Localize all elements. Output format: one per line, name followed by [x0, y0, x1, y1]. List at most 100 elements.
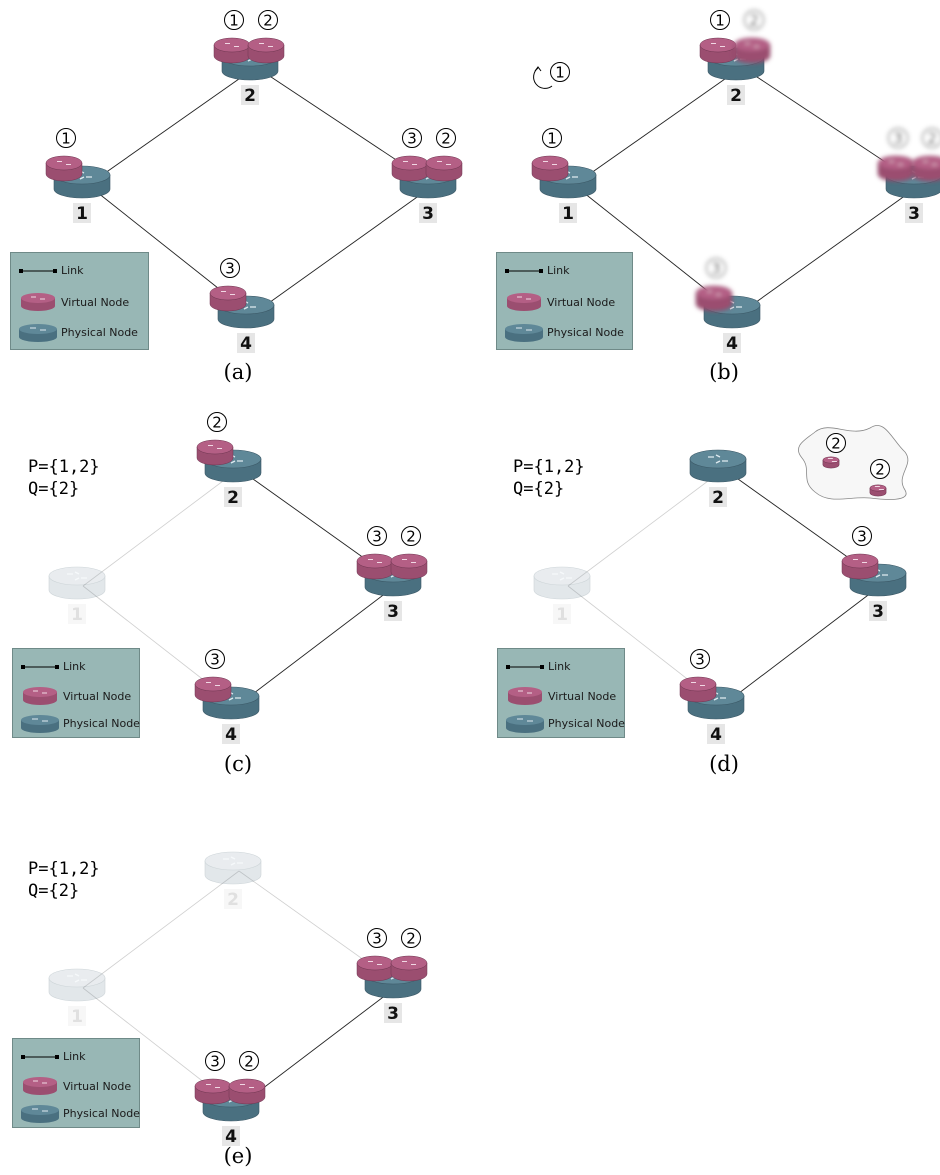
svg-text:3: 3	[711, 260, 721, 278]
svg-text:1: 1	[556, 605, 568, 625]
physical-node-label-3-panel-3: 3	[869, 601, 887, 622]
svg-text:2: 2	[749, 12, 759, 30]
virtual-node-3-on-4-panel-3	[679, 676, 717, 703]
virtual-node-id-2-on-4-panel-4: 2	[239, 1051, 259, 1071]
virtual-node-id-2-on-3-panel-4: 2	[401, 928, 421, 948]
legend-label: Virtual Node	[548, 689, 617, 703]
virtual-node-2-on-3-panel-0	[425, 155, 463, 182]
svg-text:1: 1	[61, 130, 71, 148]
svg-text:3: 3	[407, 130, 417, 148]
loop-node-id: 1	[550, 62, 570, 82]
svg-text:2: 2	[406, 528, 416, 546]
virtual-node-2-on-3-panel-2	[390, 553, 428, 580]
physical-node-label-4-panel-2: 4	[222, 724, 240, 745]
svg-text:4: 4	[240, 334, 252, 354]
svg-text:3: 3	[372, 528, 382, 546]
svg-text:3: 3	[387, 602, 399, 622]
legend-item-link: Link	[498, 655, 624, 681]
physical-node-label-3-panel-2: 3	[384, 601, 402, 622]
svg-text:2: 2	[730, 86, 742, 106]
physical-node-label-2-panel-4: 2	[224, 889, 242, 910]
physical-node-label-4-panel-4: 4	[222, 1126, 240, 1147]
virtual-node-icon	[504, 683, 548, 709]
svg-text:2: 2	[875, 461, 885, 479]
virtual-node-3-on-4-panel-0	[209, 285, 247, 312]
set-q-label: Q={2}	[28, 881, 80, 901]
virtual-node-1-on-2-panel-1	[699, 37, 737, 64]
svg-text:3: 3	[857, 528, 867, 546]
svg-text:1: 1	[71, 1007, 83, 1027]
legend-item-link: Link	[13, 1045, 139, 1071]
link-1-2-panel-2	[82, 468, 240, 587]
link-3-4-panel-2	[235, 581, 401, 708]
svg-text:3: 3	[210, 1053, 220, 1071]
virtual-node-id-3-on-4-panel-4: 3	[205, 1051, 225, 1071]
legend-label: Virtual Node	[61, 296, 130, 309]
physical-node-label-3-panel-1: 3	[905, 203, 923, 224]
legend-item-physical-node: Physical Node	[498, 710, 625, 736]
svg-text:4: 4	[710, 725, 722, 745]
virtual-node-id-2-on-3-panel-1: 2	[922, 128, 940, 148]
svg-text:3: 3	[387, 1004, 399, 1024]
link-1-2-panel-0	[86, 65, 258, 187]
virtual-node-1-on-1-panel-0	[45, 155, 83, 182]
virtual-node-id-3-on-4-panel-2: 3	[205, 649, 225, 669]
legend-item-virtual-node: Virtual Node	[498, 683, 624, 709]
virtual-node-id-3-on-3-panel-1: 3	[888, 128, 908, 148]
link-icon	[19, 655, 63, 681]
legend-label: Physical Node	[63, 717, 140, 730]
legend-label: Physical Node	[63, 1107, 140, 1120]
set-q-label: Q={2}	[28, 479, 80, 499]
virtual-node-id-3-on-4-panel-3: 3	[690, 649, 710, 669]
link-icon	[504, 655, 548, 681]
legend-label: Virtual Node	[63, 1079, 132, 1093]
physical-node-icon	[504, 710, 548, 736]
link-icon	[503, 259, 547, 285]
migration-cloud	[798, 425, 909, 500]
svg-text:1: 1	[229, 12, 239, 30]
legend-label: Link	[63, 1050, 86, 1063]
virtual-node-id-3-on-3-panel-4: 3	[367, 928, 387, 948]
virtual-node-id-3-on-4-panel-0: 3	[220, 258, 240, 278]
svg-text:3: 3	[695, 651, 705, 669]
svg-text:1: 1	[555, 64, 565, 82]
virtual-node-id-1-on-2-panel-1: 1	[710, 10, 730, 30]
physical-node-label-2-panel-3: 2	[709, 487, 727, 508]
virtual-node-3-on-4-panel-4	[194, 1078, 232, 1105]
virtual-node-id-2-on-2-panel-1: 2	[744, 10, 764, 30]
virtual-node-2-on-4-panel-4	[228, 1078, 266, 1105]
virtual-node-id-3-on-3-panel-3: 3	[852, 526, 872, 546]
virtual-node-3-on-4-panel-1	[695, 285, 733, 312]
svg-text:2: 2	[406, 930, 416, 948]
link-1-2-panel-1	[572, 65, 744, 187]
physical-node-label-1-panel-3: 1	[553, 604, 571, 625]
virtual-node-1-on-1-panel-1	[531, 155, 569, 182]
set-q-label: Q={2}	[513, 479, 565, 499]
link-3-4-panel-3	[720, 581, 886, 708]
legend-label: Physical Node	[61, 326, 138, 339]
svg-text:4: 4	[225, 1127, 237, 1147]
link-icon	[19, 1045, 63, 1071]
cloud-virtual-node-a-id: 2	[826, 433, 846, 453]
legend-label: Link	[548, 660, 571, 673]
svg-text:3: 3	[210, 651, 220, 669]
physical-node-label-3-panel-4: 3	[384, 1003, 402, 1024]
legend-item-physical-node: Physical Node	[13, 1100, 140, 1126]
virtual-node-3-on-3-panel-0	[391, 155, 429, 182]
svg-text:2: 2	[712, 488, 724, 508]
legend-label: Physical Node	[547, 326, 624, 339]
svg-text:2: 2	[831, 435, 841, 453]
virtual-node-2-on-2-panel-1	[733, 37, 771, 64]
virtual-node-id-3-on-3-panel-0: 3	[402, 128, 422, 148]
set-p-label: P={1,2}	[28, 457, 100, 477]
svg-text:3: 3	[422, 204, 434, 224]
physical-node-label-4-panel-3: 4	[707, 724, 725, 745]
legend-item-virtual-node: Virtual Node	[13, 683, 139, 709]
physical-node-icon	[503, 319, 547, 345]
physical-node-1-panel-2	[48, 566, 106, 600]
virtual-node-2-on-2-panel-0	[247, 37, 285, 64]
physical-node-1-panel-4	[48, 968, 106, 1002]
svg-text:1: 1	[562, 204, 574, 224]
